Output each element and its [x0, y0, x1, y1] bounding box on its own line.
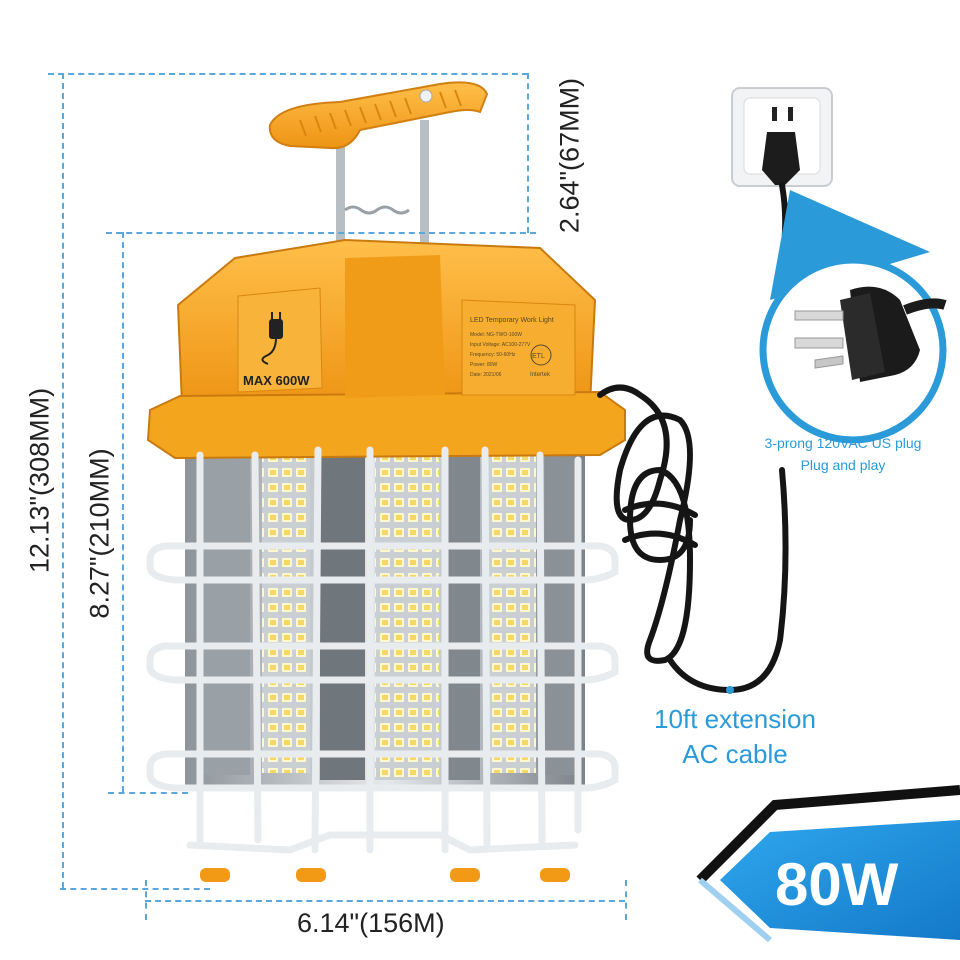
sticker-title: LED Temporary Work Light — [470, 317, 554, 324]
wall-outlet-icon — [731, 87, 833, 187]
sticker-line: Input Voltage: AC100-277V — [470, 342, 531, 348]
cable-pointer-dot — [726, 686, 734, 694]
dim-body-bottom-line — [108, 792, 188, 794]
cage-feet — [200, 868, 570, 882]
cable-callout-line1: 10ft extension — [654, 704, 816, 734]
power-cord — [597, 182, 789, 694]
dim-body-line — [122, 232, 124, 792]
etl-mark — [530, 344, 552, 366]
sticker-line: Power: 80W — [470, 362, 498, 368]
led-panels — [185, 445, 585, 790]
wattage-badge-text: 80W — [775, 851, 899, 918]
lamp-handle — [268, 81, 489, 245]
plug-icon — [261, 312, 283, 365]
dim-bottom-line — [60, 888, 210, 890]
dim-top-line — [48, 73, 528, 75]
cert-brand: Intertek — [530, 372, 551, 378]
us-plug-icon — [794, 286, 947, 382]
dim-width-line — [145, 900, 625, 902]
dim-width-right-tick — [625, 880, 627, 920]
dim-body-height: 8.27"(210MM) — [84, 448, 115, 619]
sticker-line: Date: 2021/06 — [470, 372, 502, 378]
lamp-housing — [146, 238, 626, 460]
housing-max-label: MAX 600W — [243, 373, 310, 388]
dim-total-height: 12.13"(308MM) — [24, 387, 55, 574]
cert-mark: ETL — [532, 353, 545, 360]
dim-width-left-tick — [145, 880, 147, 920]
arrow-badge-icon — [696, 785, 960, 943]
sticker-line: Model: NG-TWO-100W — [470, 332, 522, 338]
dim-total-line — [62, 73, 64, 888]
cable-callout-line2: AC cable — [682, 739, 788, 769]
spec-sticker: LED Temporary Work Light Model: NG-TWO-1… — [470, 317, 554, 378]
dim-width: 6.14"(156M) — [297, 908, 445, 938]
plug-callout: 3-prong 120VAC US plug Plug and play — [738, 432, 948, 476]
cable-callout: 10ft extension AC cable — [630, 702, 840, 772]
plug-callout-line2: Plug and play — [800, 457, 886, 473]
wire-cage — [146, 446, 619, 854]
plug-callout-line1: 3-prong 120VAC US plug — [764, 435, 922, 451]
dim-handle-line — [527, 73, 529, 233]
dim-handle-height: 2.64"(67MM) — [554, 77, 585, 234]
sticker-line: Frequency: 50-60Hz — [470, 352, 516, 358]
dim-body-top-line — [106, 232, 536, 234]
